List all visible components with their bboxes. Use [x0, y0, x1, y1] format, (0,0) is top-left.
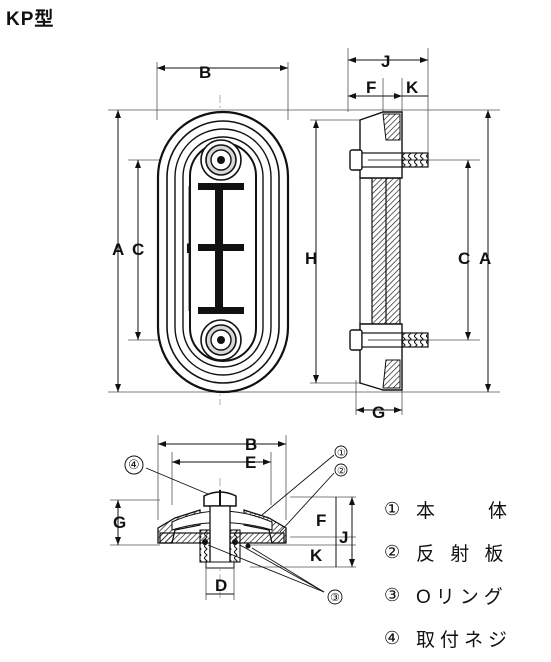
section-view: [110, 435, 356, 605]
label-c-side: C: [458, 249, 470, 268]
label-h: H: [305, 249, 317, 268]
label-g-side: G: [372, 403, 385, 422]
label-b-section: B: [245, 435, 257, 454]
legend-label: 反 射 板: [416, 544, 509, 565]
label-f-section: F: [316, 511, 326, 530]
front-view: [108, 62, 500, 405]
label-j-section: J: [339, 528, 348, 547]
model-title: KP型: [6, 9, 55, 30]
legend-item: ② 反 射 板: [384, 531, 549, 574]
callout-2-text: ②: [337, 466, 346, 477]
label-k-side: K: [406, 78, 419, 97]
legend-label: Oリング: [416, 587, 508, 608]
label-a-side: A: [479, 249, 491, 268]
label-d-section: D: [215, 576, 227, 595]
callout-1-text: ①: [337, 448, 346, 459]
label-i: I: [186, 240, 190, 256]
label-e-section: E: [245, 453, 256, 472]
label-b-front: B: [199, 63, 211, 82]
front-bottom-screw: [200, 319, 242, 361]
label-k-section: K: [310, 546, 323, 565]
label-g-section: G: [113, 513, 126, 532]
legend-number: ③: [384, 585, 401, 605]
legend-item: ① 本 体: [384, 488, 549, 531]
legend-number: ①: [384, 499, 401, 519]
callout-3-text: ③: [330, 591, 340, 604]
legend-label: 本 体: [416, 501, 513, 522]
callout-4-text: ④: [128, 458, 140, 473]
legend-item: ③ Oリング: [384, 574, 549, 617]
front-top-screw: [200, 139, 242, 181]
side-view: [310, 48, 491, 415]
label-c-front: C: [132, 240, 144, 259]
legend-item: ④ 取付ネジ: [384, 617, 549, 660]
legend-number: ②: [384, 542, 401, 562]
parts-legend: ① 本 体 ② 反 射 板 ③ Oリング ④ 取付ネジ: [384, 488, 549, 660]
legend-label: 取付ネジ: [416, 630, 513, 651]
label-f-side: F: [366, 78, 376, 97]
label-j-side: J: [381, 52, 390, 71]
label-a-front: A: [112, 240, 124, 259]
legend-number: ④: [384, 628, 401, 648]
